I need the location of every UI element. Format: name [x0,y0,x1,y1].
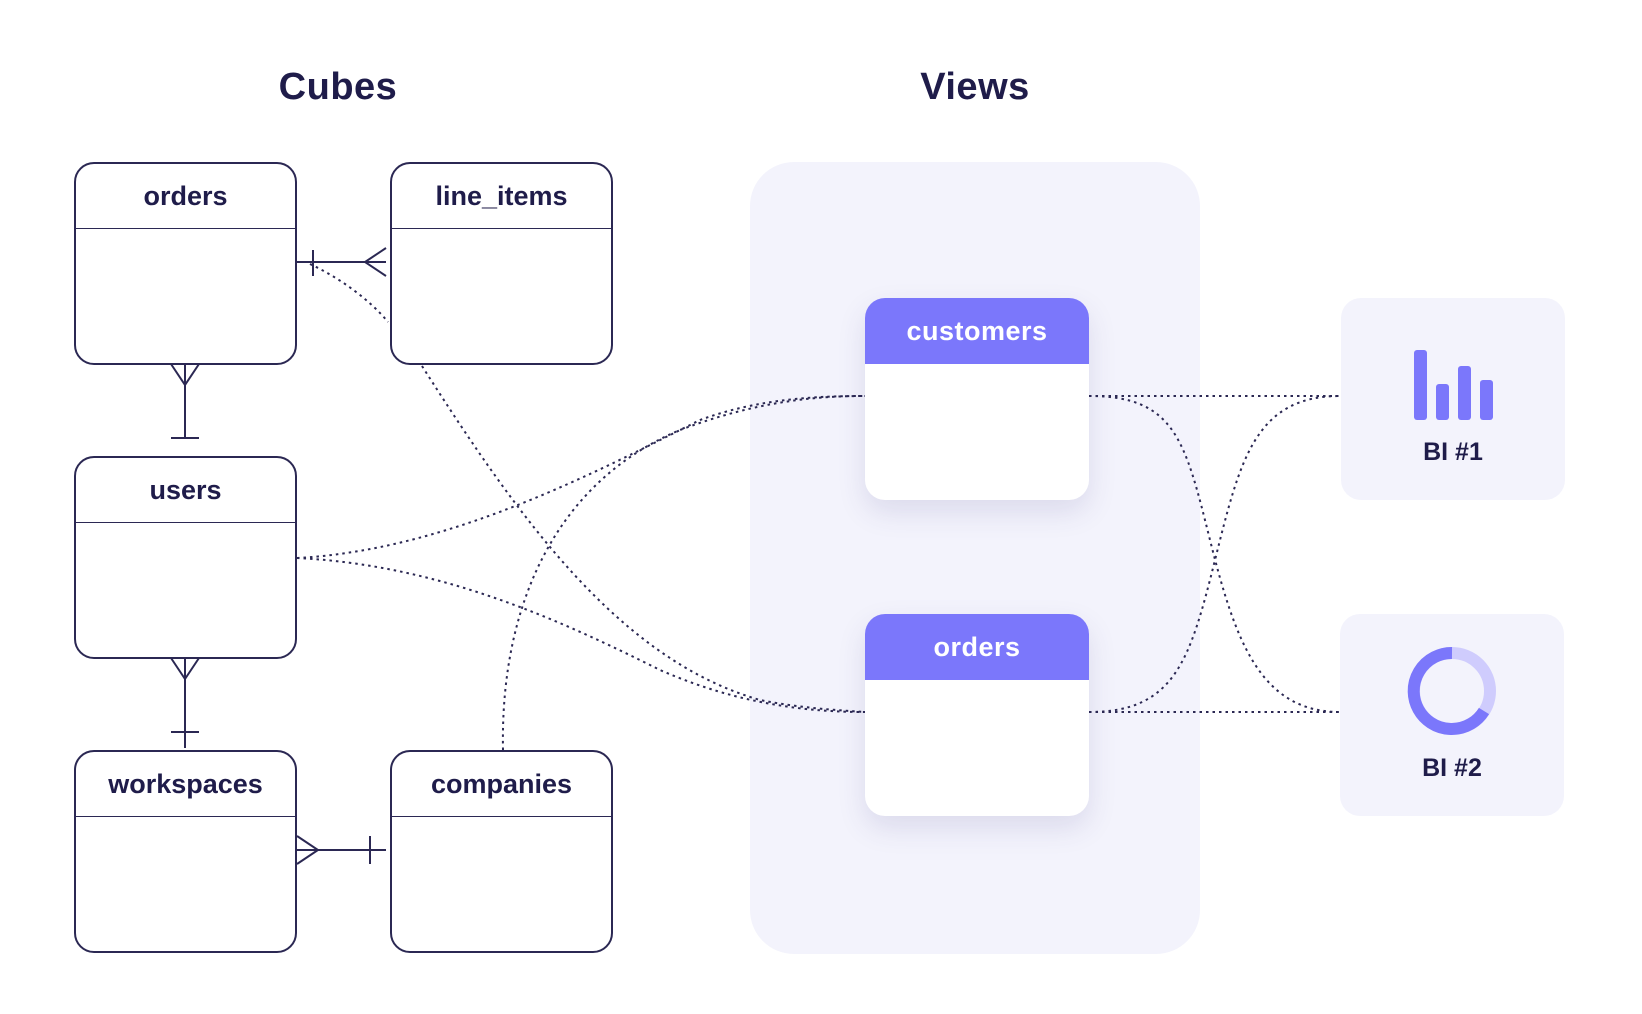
donut-segment [1407,646,1490,735]
bar-3 [1458,366,1471,420]
cube-companies[interactable]: companies [390,750,613,953]
cube-line-items[interactable]: line_items [390,162,613,365]
bi-tool-1[interactable]: BI #1 [1341,298,1565,500]
bar-4 [1480,380,1493,420]
bi-tool-1-label: BI #1 [1423,438,1483,466]
donut-chart-icon [1407,646,1496,735]
link-line-items-to-orders-view [421,365,866,713]
view-orders-title: orders [865,614,1089,680]
cube-workspaces-title: workspaces [76,752,295,817]
line-items-many-marker [363,247,387,277]
workspaces-many-marker [296,835,320,865]
view-customers-title: customers [865,298,1089,364]
views-heading: Views [920,66,1030,108]
views-panel [750,162,1200,954]
link-companies-to-customers-view [501,395,866,751]
cubes-heading: Cubes [278,66,398,108]
bar-chart-icon [1414,350,1493,420]
cube-users-title: users [76,458,295,523]
users-many-marker [170,657,200,681]
link-orders-to-views [309,263,389,323]
cube-line-items-title: line_items [392,164,611,229]
orders-many-marker [170,363,200,387]
link-orders-to-bi1 [1088,395,1341,713]
cube-workspaces[interactable]: workspaces [74,750,297,953]
bi-tool-2[interactable]: BI #2 [1340,614,1564,816]
cube-users[interactable]: users [74,456,297,659]
bi-tool-2-label: BI #2 [1422,754,1482,782]
view-customers[interactable]: customers [865,298,1089,500]
cube-companies-title: companies [392,752,611,817]
link-users-to-customers-view [296,395,866,559]
bar-1 [1414,350,1427,420]
cube-orders[interactable]: orders [74,162,297,365]
link-customers-to-bi2 [1088,395,1341,713]
link-users-to-orders-view [296,557,866,713]
cube-orders-title: orders [76,164,295,229]
view-orders[interactable]: orders [865,614,1089,816]
bar-2 [1436,384,1449,420]
